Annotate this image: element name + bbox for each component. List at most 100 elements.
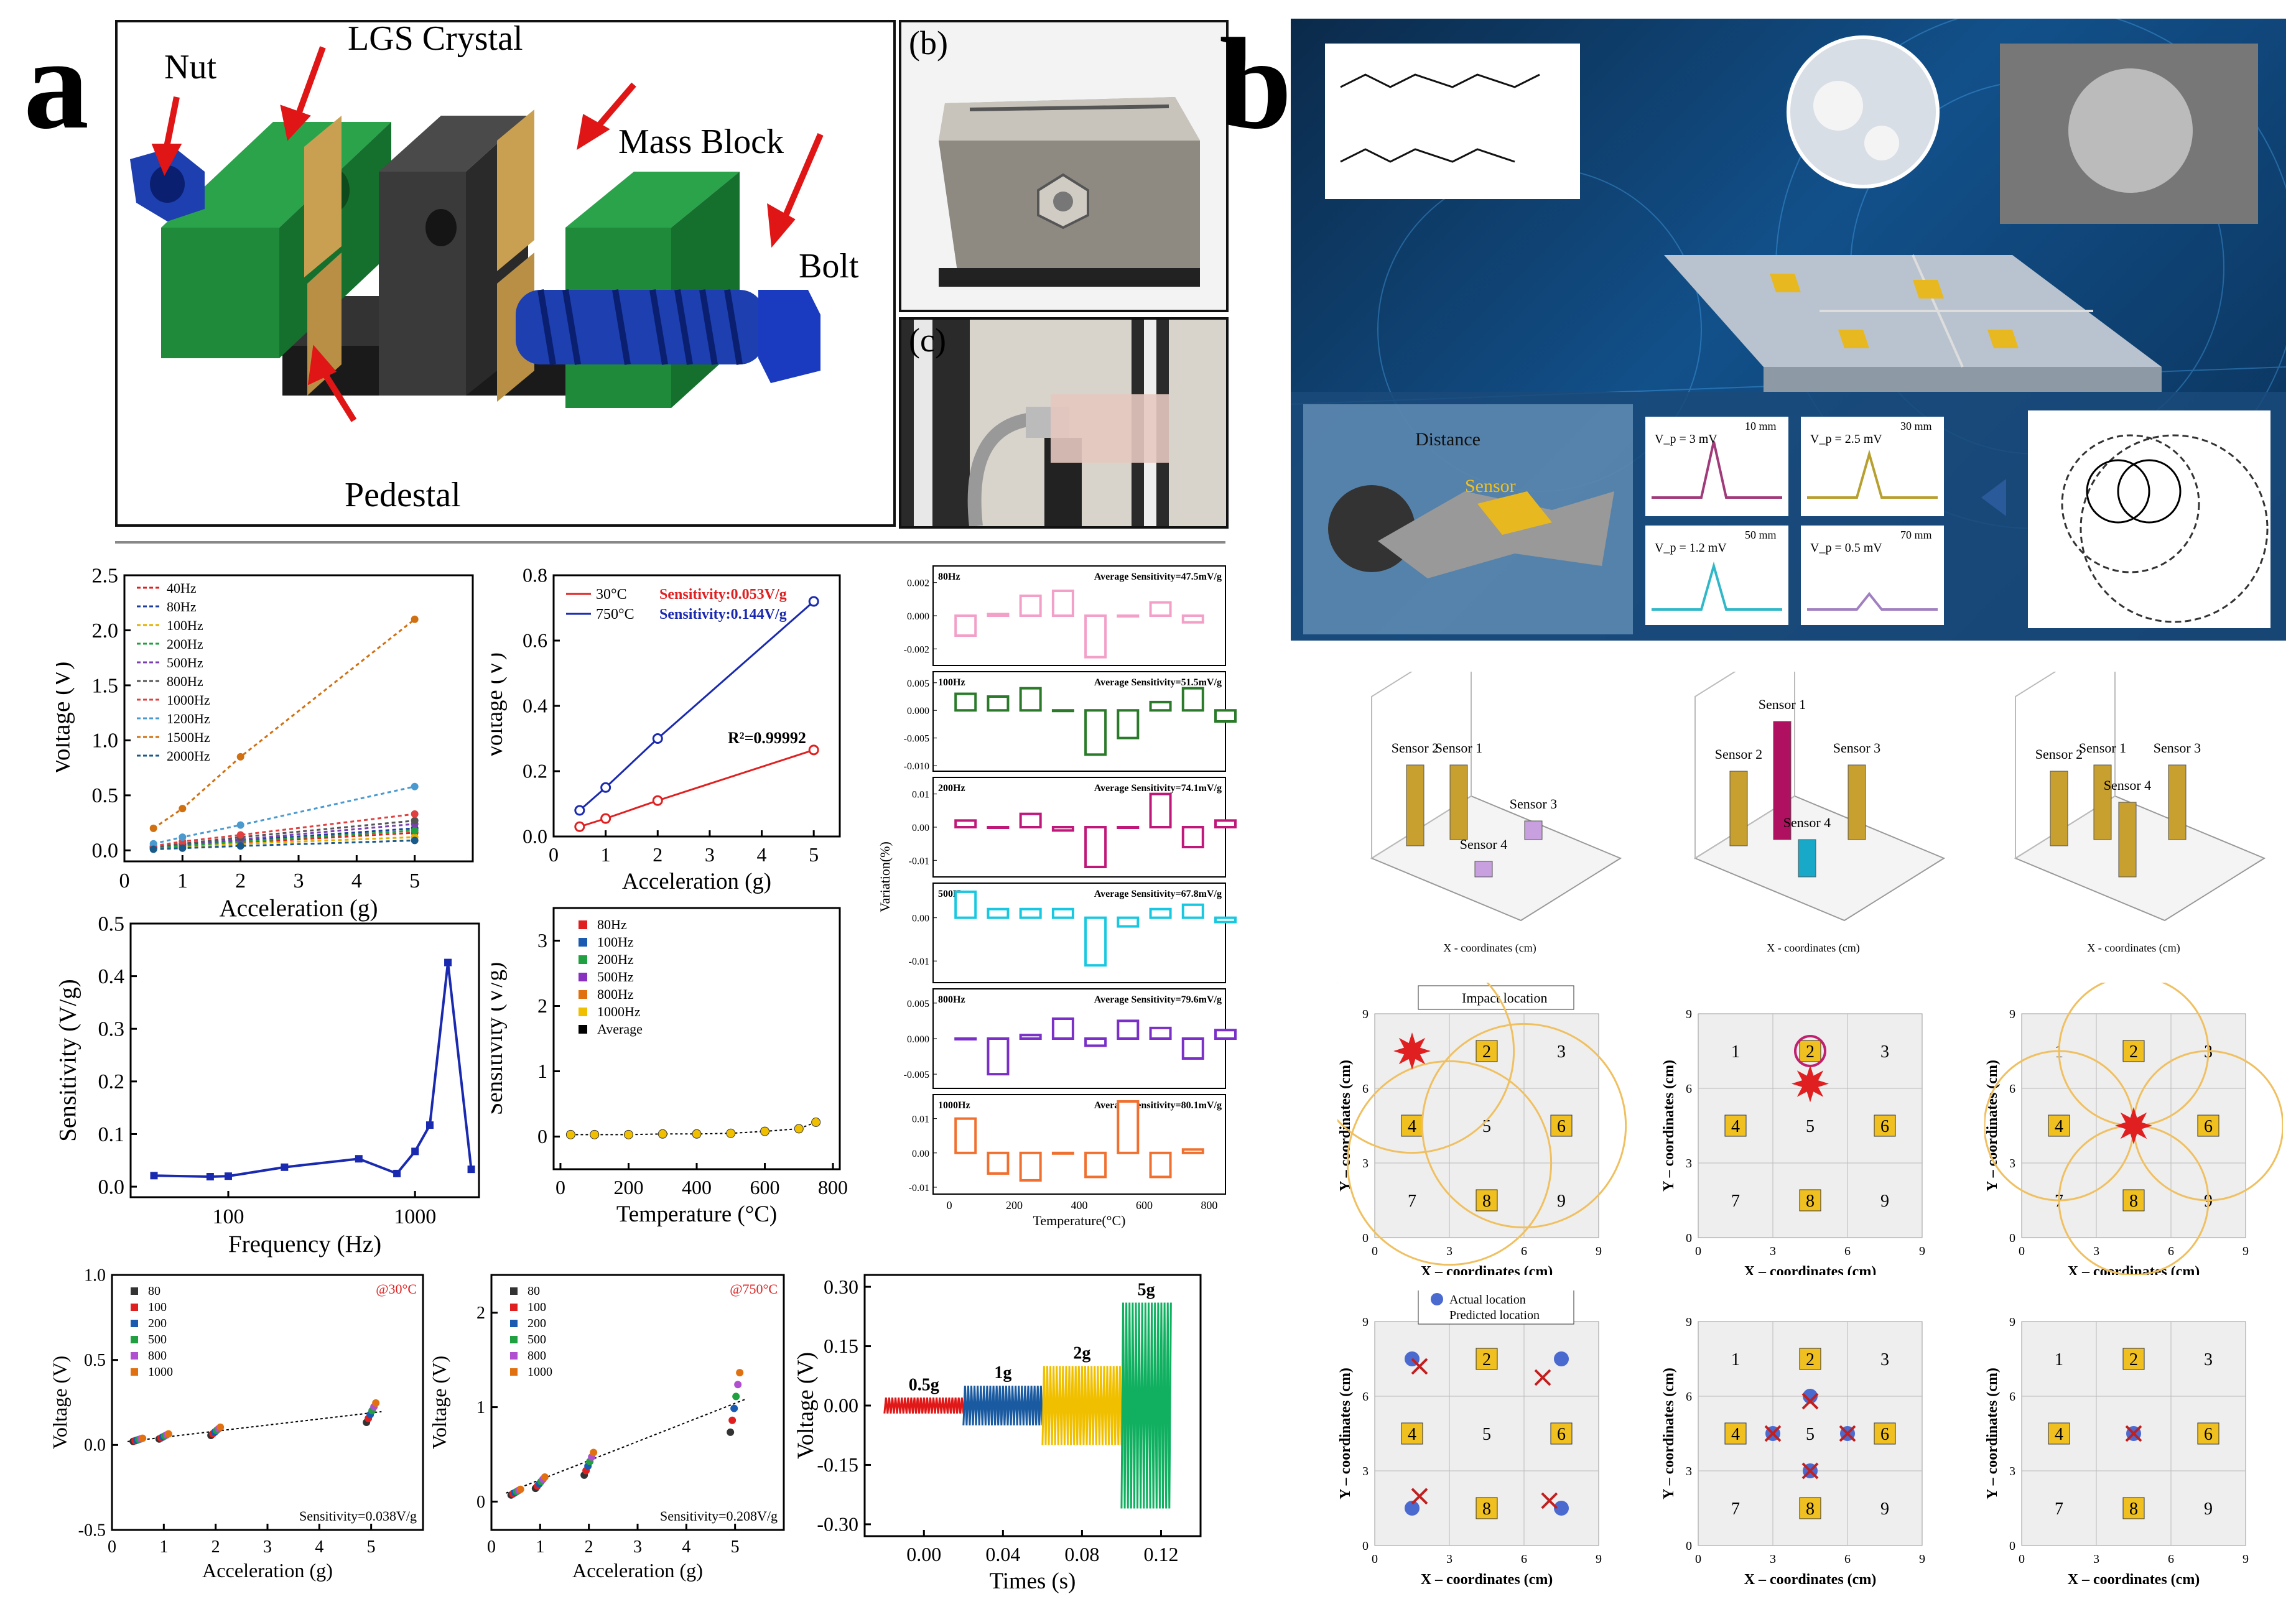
- variation-bar: [1051, 1017, 1074, 1040]
- sensor-square: [1476, 1497, 1498, 1519]
- legend-box: [1418, 1290, 1574, 1325]
- y-tick-label: 0.2: [523, 760, 547, 782]
- y-tick-label: 0.5: [98, 912, 125, 935]
- x-tick-label: 6: [1844, 1244, 1851, 1258]
- data-point: [658, 1129, 667, 1139]
- cell-number: 8: [2129, 1499, 2138, 1519]
- y-axis-label: Voltage (V): [792, 1352, 818, 1459]
- x-tick-label: 3: [705, 843, 715, 866]
- data-point: [411, 836, 419, 845]
- legend-label: 40Hz: [167, 580, 197, 596]
- x-axis-label: X – coordinates (cm): [2068, 1572, 2200, 1588]
- y-axis-label: Voltage (V): [491, 652, 507, 759]
- x-tick-label: 9: [2243, 1244, 2249, 1258]
- y-tick-label: 0: [1686, 1231, 1692, 1245]
- x-axis-label: X - coordinates (cm): [1443, 942, 1536, 955]
- cell-number: 6: [1880, 1117, 1889, 1136]
- variation-bar: [1181, 903, 1204, 919]
- data-point: [808, 744, 819, 756]
- x-tick-label: 0: [1372, 1244, 1378, 1258]
- x-tick-label: 4: [682, 1537, 690, 1557]
- data-point: [565, 1129, 575, 1139]
- bar-sensor-1: [1449, 764, 1468, 840]
- x-axis-label: Acceleration (g): [572, 1559, 703, 1582]
- bar-sensor-1: [1773, 721, 1792, 840]
- data-point: [411, 615, 419, 623]
- cell-number: 3: [1880, 1042, 1889, 1062]
- legend-label: 200Hz: [167, 636, 203, 652]
- variation-bar: [954, 1117, 977, 1154]
- panel-freq: 800Hz: [938, 994, 965, 1005]
- hero-sensor-label: Sensor: [1465, 476, 1516, 496]
- actual-marker: [1554, 1501, 1569, 1516]
- x-tick-label: 9: [2243, 1552, 2249, 1566]
- bar-sensor-3: [1847, 764, 1866, 840]
- divider-line: [115, 541, 1225, 544]
- sensor-square: [2048, 1422, 2070, 1445]
- data-point: [600, 813, 611, 824]
- data-point: [149, 845, 157, 853]
- cell-number: 8: [1806, 1499, 1815, 1519]
- legend-label: 500: [528, 1333, 546, 1346]
- y-tick-label: 0: [2009, 1231, 2015, 1245]
- data-point: [139, 1434, 147, 1442]
- y-tick-label: 2: [476, 1304, 485, 1323]
- actual-marker: [1803, 1389, 1818, 1404]
- y-axis-label: Y – coordinates (cm): [1984, 1368, 2001, 1499]
- x-tick-label: 4: [351, 869, 362, 892]
- data-point: [411, 817, 419, 825]
- legend-swatch: [510, 1304, 518, 1311]
- variation-bar: [1214, 709, 1237, 723]
- data-point: [150, 1172, 158, 1180]
- data-point: [425, 1121, 434, 1129]
- x-axis-label: Temperature(°C): [1033, 1213, 1126, 1228]
- y-tick-label: 0: [1362, 1539, 1369, 1553]
- cell-number: 2: [1806, 1350, 1815, 1369]
- x-tick-label: 5: [367, 1537, 376, 1557]
- legend-label: 100Hz: [167, 618, 203, 633]
- predicted-marker: [2125, 1425, 2142, 1442]
- predicted-marker: [1801, 1462, 1819, 1480]
- y-tick-label: 6: [1686, 1390, 1692, 1404]
- cell-number: 2: [1806, 1042, 1815, 1062]
- sensor-square: [1476, 1040, 1498, 1062]
- y-tick-label: 0.0: [84, 1436, 106, 1455]
- x-tick-label: 400: [682, 1176, 712, 1198]
- variation-bar: [1019, 812, 1042, 828]
- y-tick-label: 1: [537, 1060, 547, 1082]
- sensitivity-annotation: Sensitivity=0.038V/g: [299, 1508, 417, 1524]
- label-lgs-crystal: LGS Crystal: [348, 19, 523, 58]
- back-wall: [1694, 672, 1795, 859]
- variation-bar: [1117, 1019, 1140, 1040]
- sensor-square: [2122, 1497, 2145, 1519]
- y-tick-label: 1.0: [92, 730, 119, 753]
- bar-sensor-1: [2093, 764, 2112, 840]
- y-axis-label: Y – coordinates (cm): [1984, 1060, 2001, 1192]
- variation-bar: [1181, 1148, 1204, 1154]
- variation-bar: [1051, 709, 1074, 713]
- bar-label: Sensor 2: [1715, 746, 1762, 762]
- series-line-1000Hz: [153, 813, 415, 847]
- series-line-750°C: [579, 600, 815, 812]
- y-tick-label: 0.15: [824, 1335, 858, 1357]
- variation-bar: [987, 613, 1010, 618]
- x-tick-label: 3: [1770, 1244, 1776, 1258]
- y-tick-label: 0.000: [907, 706, 929, 716]
- x-tick-label: 600: [750, 1176, 780, 1198]
- cell-number: 3: [1557, 1042, 1566, 1062]
- legend-label: 800: [148, 1349, 167, 1363]
- data-point: [516, 1485, 524, 1493]
- y-tick-label: 1.0: [84, 1266, 106, 1285]
- cell-number: 6: [1880, 1425, 1889, 1444]
- x-tick-label: 6: [1521, 1552, 1527, 1566]
- sensor-square: [2122, 1189, 2145, 1212]
- legend-swatch: [579, 920, 587, 929]
- bar-sensor-3: [1524, 820, 1543, 840]
- x-tick-label: 5: [409, 869, 420, 892]
- sensor-square: [1401, 1114, 1423, 1137]
- data-point: [811, 1117, 821, 1127]
- legend-box: [1418, 985, 1574, 1010]
